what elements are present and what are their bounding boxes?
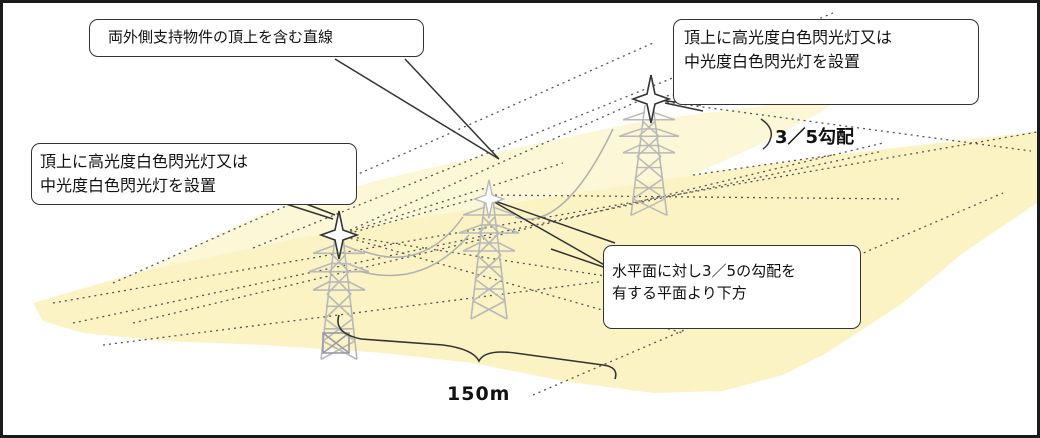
distance-brace [337,314,617,380]
below-plane-callout: 水平面に対し3／5の勾配を 有する平面より下方 [603,245,861,329]
distance-label: 150m [447,383,511,405]
left-callout-line-1: 頂上に高光度白色閃光灯又は [40,152,249,171]
top-right-callout-line-2: 中光度白色閃光灯を設置 [684,52,861,71]
line-callout: 両外側支持物件の頂上を含む直線 [89,19,424,57]
slope-bracket [760,118,773,150]
line-callout-text: 両外側支持物件の頂上を含む直線 [108,28,334,46]
left-callout-line-2: 中光度白色閃光灯を設置 [40,176,217,195]
below-plane-callout-line-1: 水平面に対し3／5の勾配を [612,262,797,280]
below-plane-callout-line-2: 有する平面より下方 [612,284,747,302]
left-light-callout: 頂上に高光度白色閃光灯又は 中光度白色閃光灯を設置 [31,143,357,205]
top-right-light-callout: 頂上に高光度白色閃光灯又は 中光度白色閃光灯を設置 [673,19,979,105]
slope-label: 3／5勾配 [775,127,855,148]
inclined-plane-upper [143,83,863,271]
top-right-callout-line-1: 頂上に高光度白色閃光灯又は [684,28,893,47]
power-wires [358,128,614,277]
transmission-tower-icon [308,236,370,361]
